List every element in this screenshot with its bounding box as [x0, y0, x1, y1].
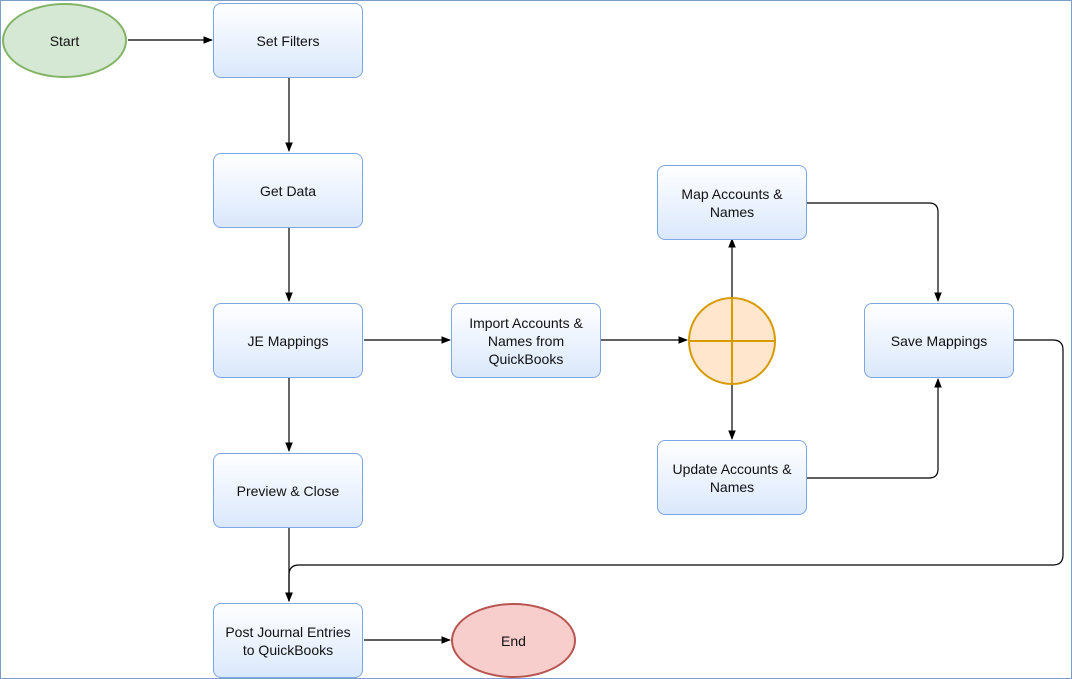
preview-close-node: Preview & Close	[213, 453, 363, 528]
end-node: End	[451, 603, 576, 678]
je-mappings-node: JE Mappings	[213, 303, 363, 378]
start-node: Start	[2, 3, 127, 78]
edge-map-accounts-to-save	[807, 202, 942, 302]
edge-update-accounts-to-save	[807, 378, 942, 479]
import-accounts-node: Import Accounts & Names from QuickBooks	[451, 303, 601, 378]
set-filters-node: Set Filters	[213, 3, 363, 78]
save-mappings-node: Save Mappings	[864, 303, 1014, 378]
post-journal-entries-node: Post Journal Entries to QuickBooks	[213, 603, 363, 678]
edge-save-to-post-journal	[285, 339, 1064, 602]
or-gateway	[688, 297, 776, 385]
get-data-node: Get Data	[213, 153, 363, 228]
map-accounts-node: Map Accounts & Names	[657, 165, 807, 240]
update-accounts-node: Update Accounts & Names	[657, 440, 807, 515]
